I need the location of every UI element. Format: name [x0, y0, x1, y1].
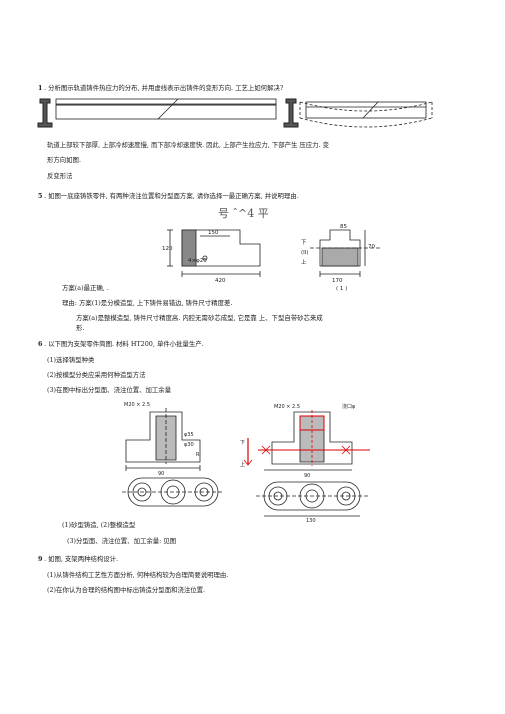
- q9-question: . 如图, 支架两种结构设计.: [44, 555, 119, 563]
- label-upper: 上: [301, 258, 307, 266]
- dim-120: 120: [162, 246, 173, 252]
- label-lower: 下: [301, 239, 307, 246]
- q5-answer-line1: 方案(a)最正确, .: [62, 284, 109, 292]
- q1-number: 1: [38, 84, 43, 92]
- q1-answer-line3: 反变形法: [47, 172, 73, 180]
- q6-question: . 以下图为支架零件简图. 材料 HT200, 单件小批量生产.: [44, 340, 204, 348]
- dim-4phi20: 4×φ20: [188, 258, 207, 264]
- q6-bracket-figure-left: M20 × 2.5 φ35 φ30 R 90: [122, 402, 224, 507]
- q9-item1: (1)从铸件结构工艺性方面分析, 何种结构较为合理简要说明理由.: [47, 571, 229, 579]
- dim-90-right: 90: [304, 473, 310, 479]
- q1-question: . 分析图示轨道铸件热应力的分布, 并用虚线表示出铸件的变形方向. 工艺上如何解…: [44, 84, 284, 92]
- label-lower-right: 下: [240, 440, 245, 446]
- label-upper-right: 上: [240, 461, 245, 468]
- dim-thread: M20 × 2.5: [124, 402, 150, 408]
- label-gate: 浇口φ: [342, 403, 356, 410]
- q9-number: 9: [38, 555, 43, 563]
- q5-answer-line2: 理由: 方案(1)是分模造型, 上下铸件易错边, 铸件尺寸精度差.: [62, 299, 233, 307]
- dim-150: 150: [208, 230, 219, 236]
- q6-item1: (1)选择铸型种类: [47, 356, 95, 364]
- q6-answer-line2: (3)分型面、浇注位置、加工余量: 见图: [67, 537, 177, 545]
- rail-elevation-deformed: [299, 101, 433, 128]
- label-plan2: (II): [301, 250, 309, 256]
- q6-item3: (3)在图中标出分型面、浇注位置、加工余量: [47, 386, 172, 394]
- q1-answer-line1: 轨道上部较下部厚, 上部冷却速度慢, 而下部冷却速度快. 因此, 上部产生拉应力…: [47, 141, 330, 149]
- q1-answer-line2: 形方向如图.: [47, 156, 81, 164]
- q6-number: 6: [38, 340, 43, 348]
- q5-question: . 如图一底座铸铁零件, 有两种浇注位置和分型面方案, 请你选择一最正确方案, …: [44, 192, 299, 200]
- q5-number: 5: [38, 192, 43, 200]
- dim-130: 130: [306, 518, 316, 524]
- q5-answer-line3: 方案(a)是整模造型, 铸件尺寸精度高. 内腔无需砂芯成型, 它是靠 上、下型自…: [76, 314, 323, 322]
- label-plan1: ( 1 ): [336, 286, 347, 292]
- dim-170: 170: [332, 278, 343, 284]
- dim-thread-right: M20 × 2.5: [274, 404, 300, 410]
- dim-r: R: [196, 452, 200, 458]
- dim-420: 420: [215, 278, 226, 284]
- rail-elevation-original: [55, 98, 277, 120]
- dim-70: 70: [368, 244, 375, 250]
- dim-phi35: φ35: [184, 432, 194, 438]
- q5-figure-caption: 号 ˆ^4 平: [218, 207, 269, 220]
- q5-base-figure: 120 150 4×φ20 420 85 70 170 下 (II) 上 ( 1…: [162, 224, 380, 292]
- q6-bracket-figure-right: M20 × 2.5 浇口φ 下 上 90 130: [240, 403, 370, 524]
- q1-rail-figure: [37, 98, 433, 128]
- dim-phi30: φ30: [184, 442, 194, 448]
- q6-item2: (2)按模型分类应采用何种造型方法: [47, 371, 146, 379]
- dim-85: 85: [340, 224, 347, 230]
- q6-answer-line1: (1)砂型铸造, (2)整模造型: [62, 521, 136, 529]
- q5-answer-line4: 形.: [76, 324, 85, 332]
- rail-section-right-icon: [283, 98, 299, 128]
- rail-section-left-icon: [37, 98, 53, 128]
- dim-90: 90: [158, 471, 164, 477]
- q9-item2: (2)在你认为合理的结构图中标出铸造分型面和浇注位置.: [47, 586, 206, 594]
